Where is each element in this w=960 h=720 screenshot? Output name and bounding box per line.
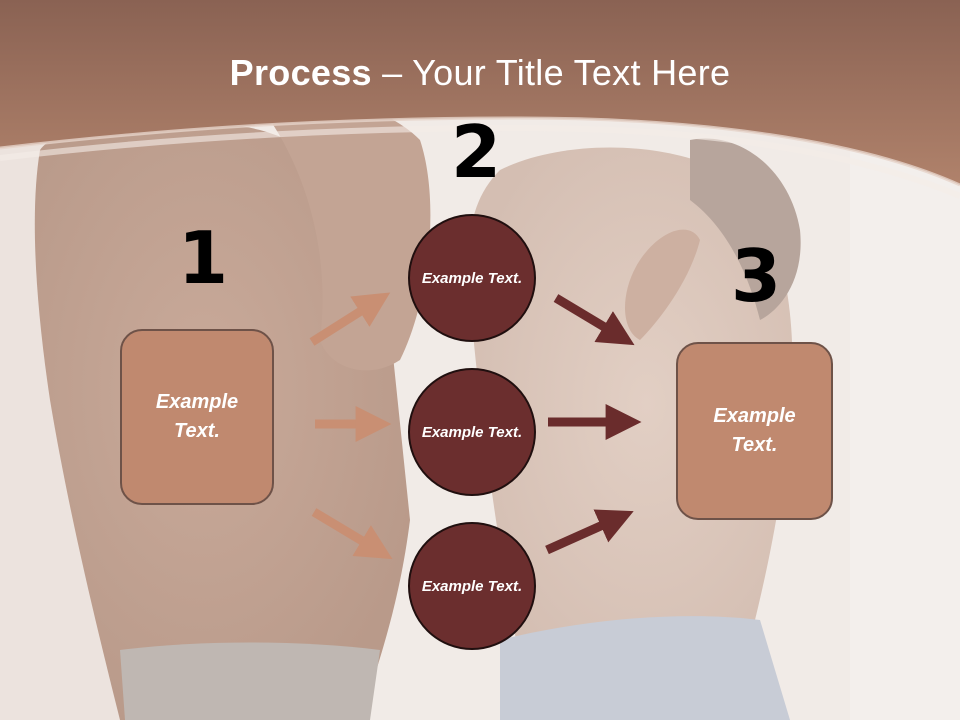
title-banner	[0, 0, 960, 200]
step-number-3: 3	[731, 234, 782, 318]
left-step-label: Example Text.	[155, 391, 239, 442]
circle-node-top[interactable]: Example Text.	[408, 214, 536, 342]
title-bold: Process	[229, 52, 372, 93]
right-step-label: Example Text.	[713, 405, 796, 456]
circle-node-middle[interactable]: Example Text.	[408, 368, 536, 496]
circle-middle-label: Example Text.	[421, 423, 523, 441]
circle-node-bottom[interactable]: Example Text.	[408, 522, 536, 650]
right-step-box[interactable]: Example Text.	[676, 342, 833, 520]
circle-top-label: Example Text.	[421, 269, 523, 287]
slide-title: Process – Your Title Text Here	[0, 52, 960, 94]
left-step-box[interactable]: Example Text.	[120, 329, 274, 505]
step-number-2: 2	[451, 110, 502, 194]
circle-bottom-label: Example Text.	[421, 577, 523, 595]
title-rest: – Your Title Text Here	[371, 52, 731, 93]
step-number-1: 1	[178, 216, 229, 300]
